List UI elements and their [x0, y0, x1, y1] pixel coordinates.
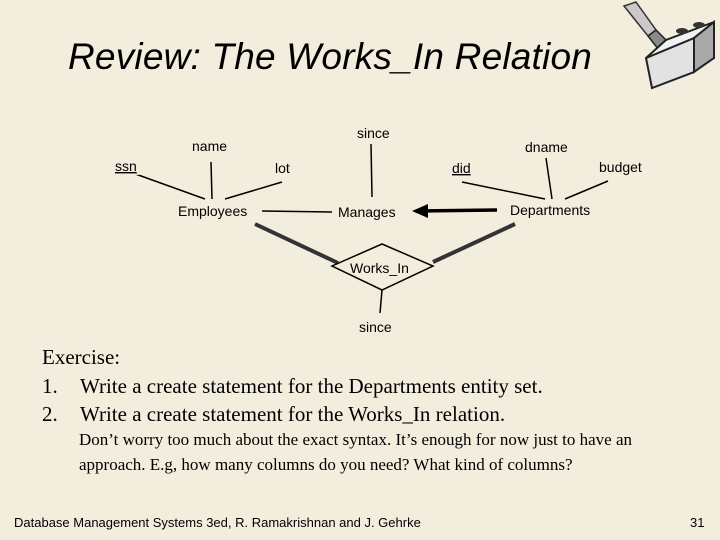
lot-connector [224, 181, 283, 200]
did-label: did [452, 160, 471, 176]
exercise-item-text: Write a create statement for the Works_I… [80, 402, 506, 426]
exercise-item-text: Write a create statement for the Departm… [80, 373, 543, 398]
name-label: name [192, 138, 227, 154]
key-constraint-arrowhead [412, 204, 428, 218]
since-works-in-connector [379, 289, 383, 314]
since-works-in-attribute [342, 317, 414, 337]
departments-entity: Departments [510, 202, 590, 218]
ssn-label: ssn [115, 158, 137, 174]
exercise-item-2: 2. Write a create statement for the Works… [42, 400, 543, 429]
ssn-attribute [94, 157, 166, 175]
lot-label: lot [275, 160, 290, 176]
er-diagram: ssn name lot since did dname budget sinc… [94, 123, 664, 337]
slide-title: Review: The Works_In Relation [68, 36, 592, 77]
name-attribute [171, 136, 251, 156]
dname-label: dname [525, 139, 568, 155]
ssn-connector [129, 171, 206, 200]
did-attribute [429, 158, 497, 178]
since-works-in-label: since [359, 319, 392, 335]
name-connector [210, 161, 213, 200]
exercise-item-number: 1. [42, 373, 58, 398]
exercise-item-number: 2. [42, 402, 58, 426]
did-connector [461, 181, 546, 200]
lot-attribute [250, 158, 318, 178]
works-in-diamond [330, 243, 435, 291]
works-in-relationship: Works_In [350, 260, 409, 276]
employees-entity: Employees [178, 203, 247, 219]
manages-relationship: Manages [338, 204, 396, 220]
since-manages-label: since [357, 125, 390, 141]
since-manages-attribute [340, 123, 412, 143]
exercise-block: Exercise: 1. Write a create statement for… [42, 343, 543, 429]
exercise-heading: Exercise: [42, 345, 121, 369]
dname-connector [545, 157, 553, 200]
toolbox-icon [622, 1, 715, 90]
exercise-item-1: 1. Write a create statement for the Depar… [42, 372, 543, 401]
manages-departments-arrow-line [415, 208, 498, 213]
page-number: 31 [690, 515, 705, 530]
dname-attribute [506, 137, 586, 157]
budget-attribute [584, 157, 664, 177]
employees-works-in-line [254, 222, 339, 265]
departments-works-in-line [432, 222, 516, 264]
since-manages-connector [370, 143, 373, 198]
employees-manages-line [261, 210, 333, 213]
budget-connector [564, 180, 609, 200]
footer-citation: Database Management Systems 3ed, R. Rama… [14, 515, 421, 530]
exercise-note: Don’t worry too much about the exact syn… [79, 430, 633, 474]
budget-label: budget [599, 159, 642, 175]
